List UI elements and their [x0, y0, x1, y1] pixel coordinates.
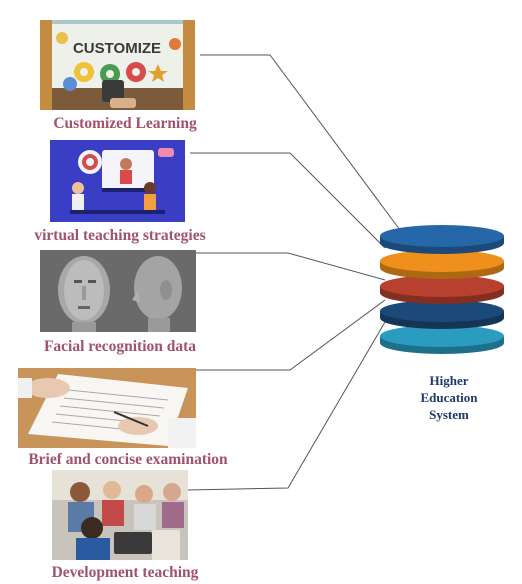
development-teaching-image [52, 470, 188, 560]
connector-facial-recognition [196, 252, 386, 281]
laptop-icon [114, 532, 152, 554]
label-customized-learning: Customized Learning [53, 115, 197, 132]
label-facial-recognition-data: Facial recognition data [43, 338, 197, 355]
pen-icon [113, 411, 149, 427]
hub-label-line2: Education [420, 390, 478, 405]
connector-customized-learning [200, 54, 401, 231]
virtual-teaching-image [50, 140, 185, 222]
customize-image-text: CUSTOMIZE [73, 40, 161, 57]
higher-education-system-label: Higher Education System [404, 372, 494, 423]
facial-recognition-image [40, 250, 196, 332]
hub-layer-5 [380, 325, 504, 354]
hub-layer-2 [380, 250, 504, 279]
hub-label-line3: System [429, 407, 469, 422]
connector-virtual-teaching [190, 152, 386, 249]
label-development-teaching: Development teaching [51, 564, 199, 581]
label-brief-concise-examination: Brief and concise examination [28, 451, 228, 468]
hub-label-line1: Higher [429, 373, 469, 388]
chat-bubble-icon [158, 148, 174, 157]
connector-development-teaching [187, 321, 386, 491]
sticky-note-icon [56, 32, 68, 44]
hub-layer-1 [380, 225, 504, 254]
higher-education-stack-icon [380, 225, 504, 354]
hub-layer-4 [380, 300, 504, 329]
label-virtual-teaching-strategies: virtual teaching strategies [34, 227, 206, 244]
hub-layer-3 [380, 275, 504, 304]
connector-brief-examination [196, 299, 386, 371]
customized-learning-image: CUSTOMIZE [40, 20, 195, 110]
examination-image [18, 368, 196, 448]
